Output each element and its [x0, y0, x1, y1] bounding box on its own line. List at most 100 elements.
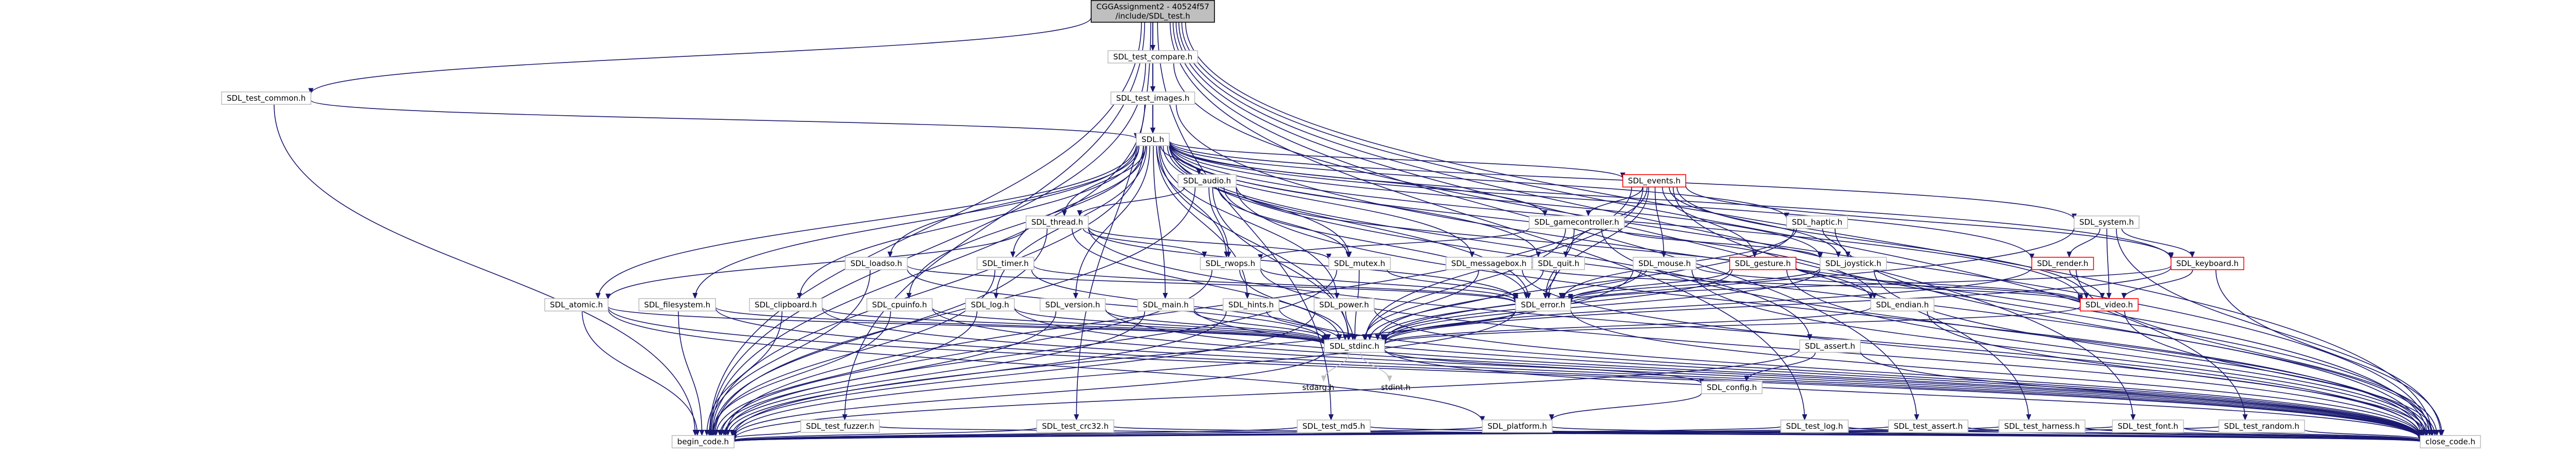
node-mouse[interactable]: SDL_mouse.h — [1633, 257, 1697, 270]
edge-filesystem-to-stdinc — [715, 306, 1327, 345]
edge-version-to-begin-code — [717, 310, 1057, 436]
node-clipboard[interactable]: SDL_clipboard.h — [749, 298, 823, 312]
edge-thread-to-atomic — [605, 227, 1027, 300]
node-audio[interactable]: SDL_audio.h — [1177, 174, 1237, 188]
node-label: SDL_version.h — [1045, 300, 1100, 310]
edge-events-to-gesture — [1662, 186, 1758, 258]
node-test-images[interactable]: SDL_test_images.h — [1110, 91, 1195, 105]
node-sdl[interactable]: SDL.h — [1136, 133, 1170, 146]
node-close-code[interactable]: close_code.h — [2419, 435, 2481, 448]
edge-gesture-to-close-code — [1786, 269, 2429, 436]
node-stdint[interactable]: stdint.h — [1381, 383, 1410, 392]
node-box — [1026, 215, 1089, 229]
edge-audio-to-thread — [1077, 186, 1185, 216]
node-endian[interactable]: SDL_endian.h — [1870, 298, 1934, 312]
node-stdarg[interactable]: stdarg.h — [1302, 383, 1334, 392]
node-label: SDL_test_crc32.h — [1042, 422, 1109, 431]
edge-mouse-to-error — [1559, 269, 1647, 299]
node-test-common[interactable]: SDL_test_common.h — [221, 91, 312, 105]
node-box — [2419, 435, 2481, 448]
node-label: SDL_keyboard.h — [2176, 259, 2239, 269]
node-box — [1090, 0, 1215, 23]
node-test-md5[interactable]: SDL_test_md5.h — [1297, 419, 1371, 433]
node-hints[interactable]: SDL_hints.h — [1223, 298, 1279, 312]
node-render[interactable]: SDL_render.h — [2031, 257, 2094, 270]
node-cpuinfo[interactable]: SDL_cpuinfo.h — [866, 298, 933, 312]
node-begin-code[interactable]: begin_code.h — [672, 435, 735, 448]
edge-gamecontroller-to-stdinc — [1363, 228, 1566, 340]
node-root[interactable]: CGGAssignment2 - 40524f57/include/SDL_te… — [1090, 0, 1215, 23]
node-power[interactable]: SDL_power.h — [1314, 298, 1375, 312]
node-mutex[interactable]: SDL_mutex.h — [1328, 257, 1391, 270]
node-label: /include/SDL_test.h — [1116, 11, 1190, 21]
node-messagebox[interactable]: SDL_messagebox.h — [1445, 257, 1532, 270]
node-test-harness[interactable]: SDL_test_harness.h — [1998, 419, 2086, 433]
node-assert[interactable]: SDL_assert.h — [1799, 339, 1861, 353]
node-test-random[interactable]: SDL_test_random.h — [2218, 419, 2305, 433]
node-atomic[interactable]: SDL_atomic.h — [544, 298, 609, 312]
node-joystick[interactable]: SDL_joystick.h — [1820, 257, 1887, 270]
node-haptic[interactable]: SDL_haptic.h — [1786, 215, 1848, 229]
node-config[interactable]: SDL_config.h — [1701, 381, 1763, 394]
node-version[interactable]: SDL_version.h — [1040, 298, 1106, 312]
edge-keyboard-to-error — [1568, 265, 2172, 304]
edge-config-to-platform — [1549, 393, 1702, 421]
node-timer[interactable]: SDL_timer.h — [977, 257, 1034, 270]
node-video[interactable]: SDL_video.h — [2080, 298, 2139, 312]
node-main[interactable]: SDL_main.h — [1137, 298, 1195, 312]
edge-system-to-keyboard — [2121, 228, 2195, 258]
node-box — [1036, 419, 1115, 433]
node-stdinc[interactable]: SDL_stdinc.h — [1324, 339, 1385, 353]
node-quit[interactable]: SDL_quit.h — [1532, 257, 1585, 270]
edge-mutex-to-begin-code — [723, 269, 1337, 436]
node-label: SDL_mutex.h — [1334, 259, 1385, 269]
node-box — [845, 257, 908, 270]
edge-sdl-to-messagebox — [1169, 145, 1475, 258]
node-test-crc32[interactable]: SDL_test_crc32.h — [1036, 419, 1115, 433]
node-system[interactable]: SDL_system.h — [2074, 215, 2140, 229]
edge-cpuinfo-to-close-code — [932, 307, 2423, 440]
node-label: SDL_render.h — [2037, 259, 2088, 269]
node-box — [1870, 298, 1934, 312]
node-test-log[interactable]: SDL_test_log.h — [1780, 419, 1849, 433]
edge-haptic-to-joystick — [1822, 228, 1851, 258]
node-gamecontroller[interactable]: SDL_gamecontroller.h — [1529, 215, 1625, 229]
node-thread[interactable]: SDL_thread.h — [1026, 215, 1089, 229]
node-events[interactable]: SDL_events.h — [1622, 174, 1686, 188]
node-test-fuzzer[interactable]: SDL_test_fuzzer.h — [800, 419, 880, 433]
node-box — [1633, 257, 1697, 270]
node-label: SDL_timer.h — [982, 259, 1029, 269]
edge-main-to-begin-code — [721, 310, 1146, 436]
edge-sdl-to-timer — [1010, 145, 1146, 258]
node-label: SDL_messagebox.h — [1451, 259, 1527, 269]
node-keyboard[interactable]: SDL_keyboard.h — [2170, 257, 2245, 270]
edge-video-to-stdinc — [1382, 306, 2081, 345]
node-log[interactable]: SDL_log.h — [965, 298, 1015, 312]
node-loadso[interactable]: SDL_loadso.h — [845, 257, 908, 270]
edge-endian-to-close-code — [1927, 310, 2428, 436]
node-box — [1532, 257, 1585, 270]
edge-sdl-to-loadso — [887, 145, 1140, 258]
node-error[interactable]: SDL_error.h — [1515, 298, 1571, 312]
node-gesture[interactable]: SDL_gesture.h — [1729, 257, 1796, 270]
node-box — [1786, 215, 1848, 229]
edge-sdl-to-main — [1153, 145, 1168, 299]
node-label: SDL_test_md5.h — [1302, 422, 1365, 431]
edge-mutex-to-error — [1386, 269, 1518, 300]
node-test-font[interactable]: SDL_test_font.h — [2112, 419, 2184, 433]
node-box — [965, 298, 1015, 312]
node-test-assert[interactable]: SDL_test_assert.h — [1888, 419, 1969, 433]
edge-hints-to-begin-code — [725, 310, 1227, 436]
node-filesystem[interactable]: SDL_filesystem.h — [638, 298, 716, 312]
node-rwops[interactable]: SDL_rwops.h — [1200, 257, 1261, 270]
edge-sdl-to-power — [1160, 145, 1340, 299]
node-test-compare[interactable]: SDL_test_compare.h — [1107, 50, 1198, 64]
node-box — [1701, 381, 1763, 394]
edge-root-to-begin-code — [707, 22, 1142, 436]
node-label: SDL_main.h — [1143, 300, 1189, 310]
node-platform[interactable]: SDL_platform.h — [1482, 419, 1553, 433]
node-box — [1324, 339, 1385, 353]
edge-test-common-to-sdl — [310, 100, 1139, 139]
node-label: SDL_test_random.h — [2224, 422, 2299, 431]
edge-system-to-render — [2066, 228, 2101, 258]
